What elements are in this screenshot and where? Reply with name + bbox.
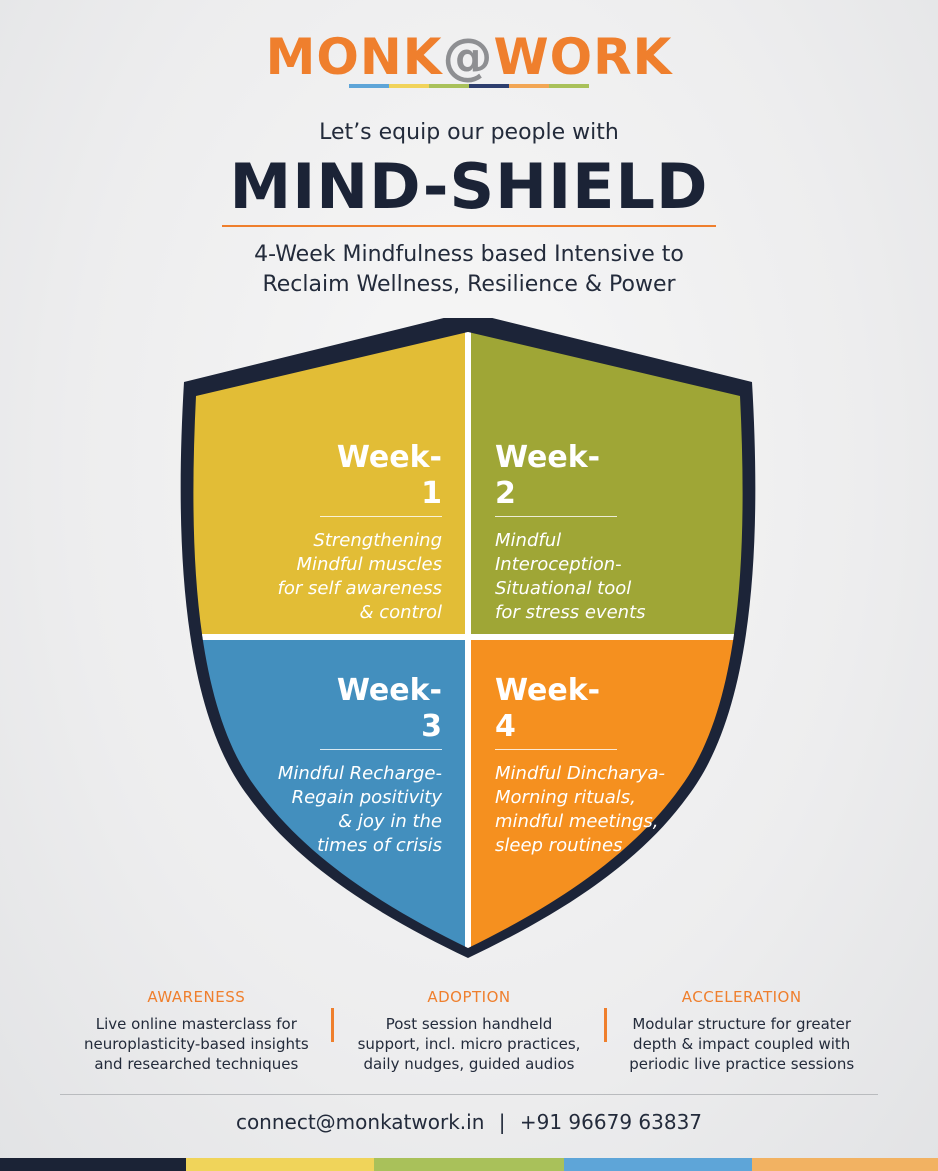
pillar-line: support, incl. micro practices, — [357, 1035, 581, 1053]
pillar-divider — [604, 1008, 607, 1042]
pillar-divider — [331, 1008, 334, 1042]
footer-stripe — [564, 1158, 752, 1171]
pillar-adoption: ADOPTION Post session handheld support, … — [333, 988, 606, 1074]
week-1-line: Strengthening — [313, 530, 442, 551]
week-3-line: Regain positivity — [291, 787, 442, 808]
contact-separator: | — [498, 1110, 506, 1134]
week-4-label: Week-4 — [495, 673, 617, 750]
pillar-line: Post session handheld — [385, 1015, 553, 1033]
week-1-block: Week-1 Strengthening Mindful muscles for… — [262, 440, 442, 625]
tagline: Let’s equip our people with — [319, 120, 619, 145]
week-4-line: mindful meetings, — [495, 811, 659, 832]
logo-color-stripes — [0, 84, 938, 88]
contact-email[interactable]: connect@monkatwork.in — [235, 1110, 485, 1134]
footer-stripe — [0, 1158, 186, 1171]
pillar-acceleration: ACCELERATION Modular structure for great… — [605, 988, 878, 1074]
week-1-description: Strengthening Mindful muscles for self a… — [262, 529, 442, 625]
subtitle: 4-Week Mindfulness based Intensive to Re… — [0, 240, 938, 300]
pillar-heading: ACCELERATION — [681, 988, 802, 1006]
logo-part-work: WORK — [493, 28, 673, 86]
pillar-line: daily nudges, guided audios — [363, 1055, 575, 1073]
footer-divider — [60, 1094, 878, 1095]
footer-stripe — [374, 1158, 564, 1171]
week-4-block: Week-4 Mindful Dincharya- Morning ritual… — [495, 673, 705, 858]
week-3-line: Mindful Recharge- — [277, 763, 442, 784]
week-1-line: Mindful muscles — [296, 554, 442, 575]
pillar-awareness: AWARENESS Live online masterclass for ne… — [60, 988, 333, 1074]
week-1-line: for self awareness — [277, 578, 442, 599]
logo-stripe — [549, 84, 589, 88]
week-3-block: Week-3 Mindful Recharge- Regain positivi… — [262, 673, 442, 858]
week-4-line: Mindful Dincharya- — [495, 763, 666, 784]
week-2-label: Week-2 — [495, 440, 617, 517]
week-2-line: Situational tool — [495, 578, 632, 599]
subtitle-line-2: Reclaim Wellness, Resilience & Power — [262, 272, 676, 297]
logo-stripe — [429, 84, 469, 88]
pillar-line: depth & impact coupled with — [633, 1035, 851, 1053]
contact-phone[interactable]: +91 96679 63837 — [519, 1110, 703, 1134]
pillars-section: AWARENESS Live online masterclass for ne… — [60, 988, 878, 1074]
pillar-description: Post session handheld support, incl. mic… — [333, 1014, 606, 1074]
subtitle-line-1: 4-Week Mindfulness based Intensive to — [254, 242, 684, 267]
week-4-line: Morning rituals, — [495, 787, 636, 808]
pillar-line: and researched techniques — [94, 1055, 299, 1073]
brand-logo: MONK@WORK — [0, 28, 938, 88]
pillar-description: Live online masterclass for neuroplastic… — [60, 1014, 333, 1074]
week-1-line: & control — [359, 602, 442, 623]
shield-divider-horizontal — [193, 634, 743, 640]
logo-at-symbol: @ — [442, 28, 494, 86]
week-2-description: Mindful Interoception- Situational tool … — [495, 529, 695, 625]
footer-color-bar — [0, 1158, 938, 1171]
week-3-line: & joy in the — [338, 811, 442, 832]
title-underline — [222, 225, 716, 227]
week-3-label: Week-3 — [320, 673, 442, 750]
logo-stripe — [469, 84, 509, 88]
pillar-line: neuroplasticity-based insights — [83, 1035, 309, 1053]
pillar-heading: AWARENESS — [147, 988, 246, 1006]
pillar-description: Modular structure for greater depth & im… — [605, 1014, 878, 1074]
pillar-heading: ADOPTION — [427, 988, 511, 1006]
pillar-line: Live online masterclass for — [95, 1015, 297, 1033]
logo-stripe — [509, 84, 549, 88]
week-2-block: Week-2 Mindful Interoception- Situationa… — [495, 440, 695, 625]
week-2-line: Mindful — [495, 530, 562, 551]
week-4-line: sleep routines — [495, 835, 623, 856]
contact-line: connect@monkatwork.in | +91 96679 63837 — [0, 1110, 938, 1134]
week-2-line: for stress events — [495, 602, 646, 623]
logo-wordmark: MONK@WORK — [0, 28, 938, 86]
footer-stripe — [752, 1158, 938, 1171]
pillar-line: periodic live practice sessions — [629, 1055, 855, 1073]
week-2-line: Interoception- — [495, 554, 622, 575]
logo-stripe — [349, 84, 389, 88]
week-3-line: times of crisis — [317, 835, 442, 856]
logo-part-monk: MONK — [265, 28, 443, 86]
week-3-description: Mindful Recharge- Regain positivity & jo… — [262, 762, 442, 858]
footer-stripe — [186, 1158, 374, 1171]
week-1-label: Week-1 — [320, 440, 442, 517]
shield-graphic — [180, 318, 756, 958]
page-title: MIND-SHIELD — [229, 150, 709, 223]
pillar-line: Modular structure for greater — [632, 1015, 852, 1033]
week-4-description: Mindful Dincharya- Morning rituals, mind… — [495, 762, 705, 858]
logo-stripe — [389, 84, 429, 88]
